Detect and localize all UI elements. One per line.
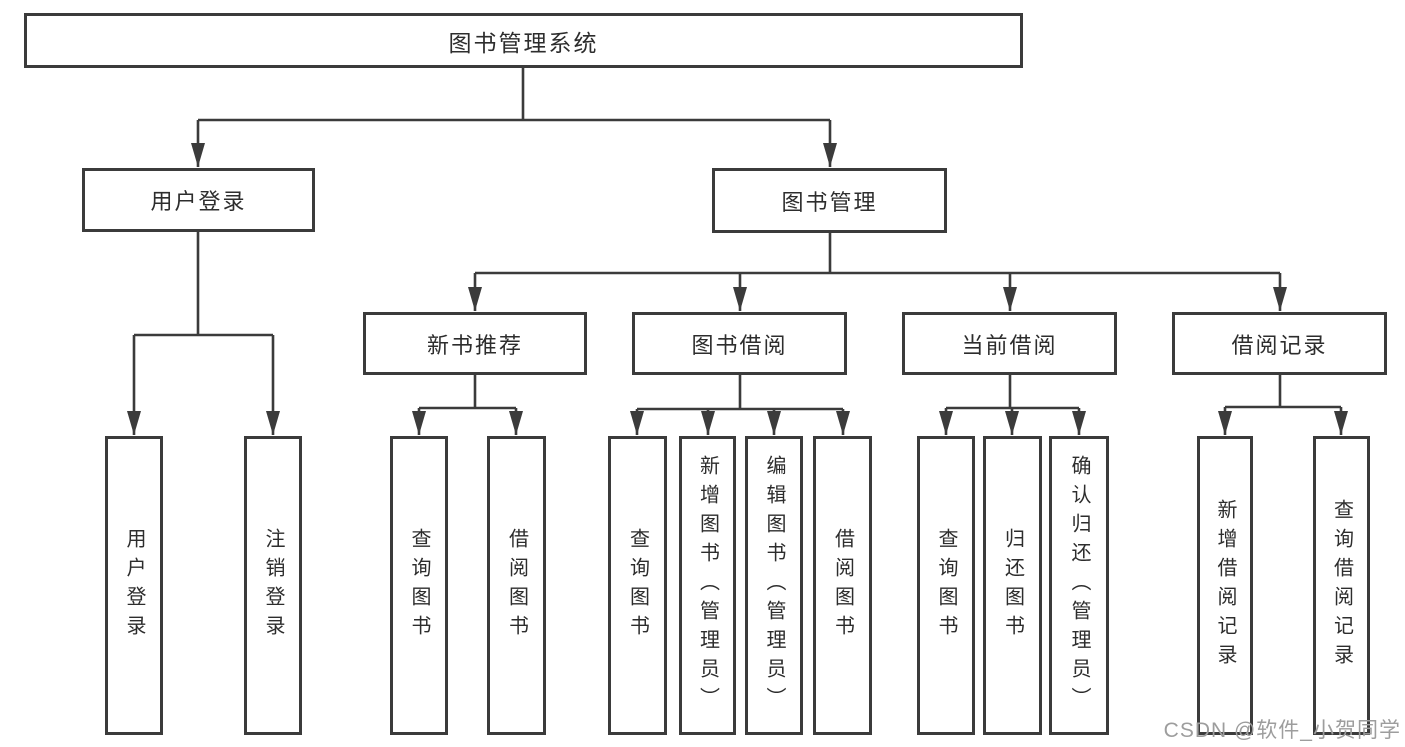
node-user-login-label: 用户登录 [150,189,247,214]
node-book-management: 图书管理 [712,168,947,233]
leaf-bb-add-books-admin-label: 新增图书（管理员） [696,455,719,716]
node-borrow-records: 借阅记录 [1172,312,1387,375]
leaf-br-add-record: 新增借阅记录 [1197,436,1253,735]
csdn-watermark: CSDN @软件_小贺同学 [1163,719,1401,742]
node-root-system: 图书管理系统 [24,13,1023,68]
connector-new-book-rec-trunk [419,375,516,410]
leaf-cb-query-books-label: 查询图书 [935,527,957,644]
leaf-br-add-record-label: 新增借阅记录 [1214,498,1236,673]
leaf-bb-query-books: 查询图书 [608,436,667,735]
leaf-cb-return-books-label: 归还图书 [1001,527,1024,644]
connector-user-login-trunk [134,232,273,337]
connector-current-borrow-trunk [946,375,1079,410]
node-borrow-records-label: 借阅记录 [1231,332,1328,358]
leaf-cb-confirm-return-admin: 确认归还（管理员） [1049,436,1109,735]
node-book-borrow-label: 图书借阅 [691,332,788,358]
leaf-br-query-record: 查询借阅记录 [1313,436,1370,735]
leaf-bb-borrow-books: 借阅图书 [813,436,872,735]
leaf-logout: 注销登录 [244,436,302,735]
leaf-bb-add-books-admin: 新增图书（管理员） [679,436,736,735]
leaf-nbr-borrow-books-label: 借阅图书 [505,527,528,644]
node-new-book-rec: 新书推荐 [363,312,587,375]
node-root-label: 图书管理系统 [448,29,599,56]
node-book-borrow: 图书借阅 [632,312,847,375]
connector-book-borrow-trunk [637,375,843,411]
node-new-book-rec-label: 新书推荐 [426,332,523,358]
leaf-cb-confirm-return-admin-label: 确认归还（管理员） [1068,455,1090,716]
leaf-bb-edit-books-admin-label: 编辑图书（管理员） [763,455,785,716]
node-user-login: 用户登录 [82,168,315,232]
leaf-br-query-record-label: 查询借阅记录 [1330,498,1353,673]
leaf-bb-edit-books-admin: 编辑图书（管理员） [745,436,803,735]
leaf-bb-query-books-label: 查询图书 [626,527,649,644]
leaf-bb-borrow-books-label: 借阅图书 [831,527,854,644]
node-current-borrow: 当前借阅 [902,312,1117,375]
leaf-cb-return-books: 归还图书 [983,436,1042,735]
leaf-logout-label: 注销登录 [262,527,284,644]
leaf-user-login: 用户登录 [105,436,163,735]
leaf-cb-query-books: 查询图书 [917,436,975,735]
leaf-nbr-query-books-label: 查询图书 [408,527,430,644]
connector-book-management-trunk [475,233,1280,275]
node-current-borrow-label: 当前借阅 [961,332,1058,358]
leaf-user-login-label: 用户登录 [123,527,145,644]
leaf-nbr-borrow-books: 借阅图书 [487,436,546,735]
connector-root-trunk [198,68,830,122]
leaf-nbr-query-books: 查询图书 [390,436,448,735]
connector-borrow-records-trunk [1225,375,1341,409]
node-book-management-label: 图书管理 [781,189,878,215]
